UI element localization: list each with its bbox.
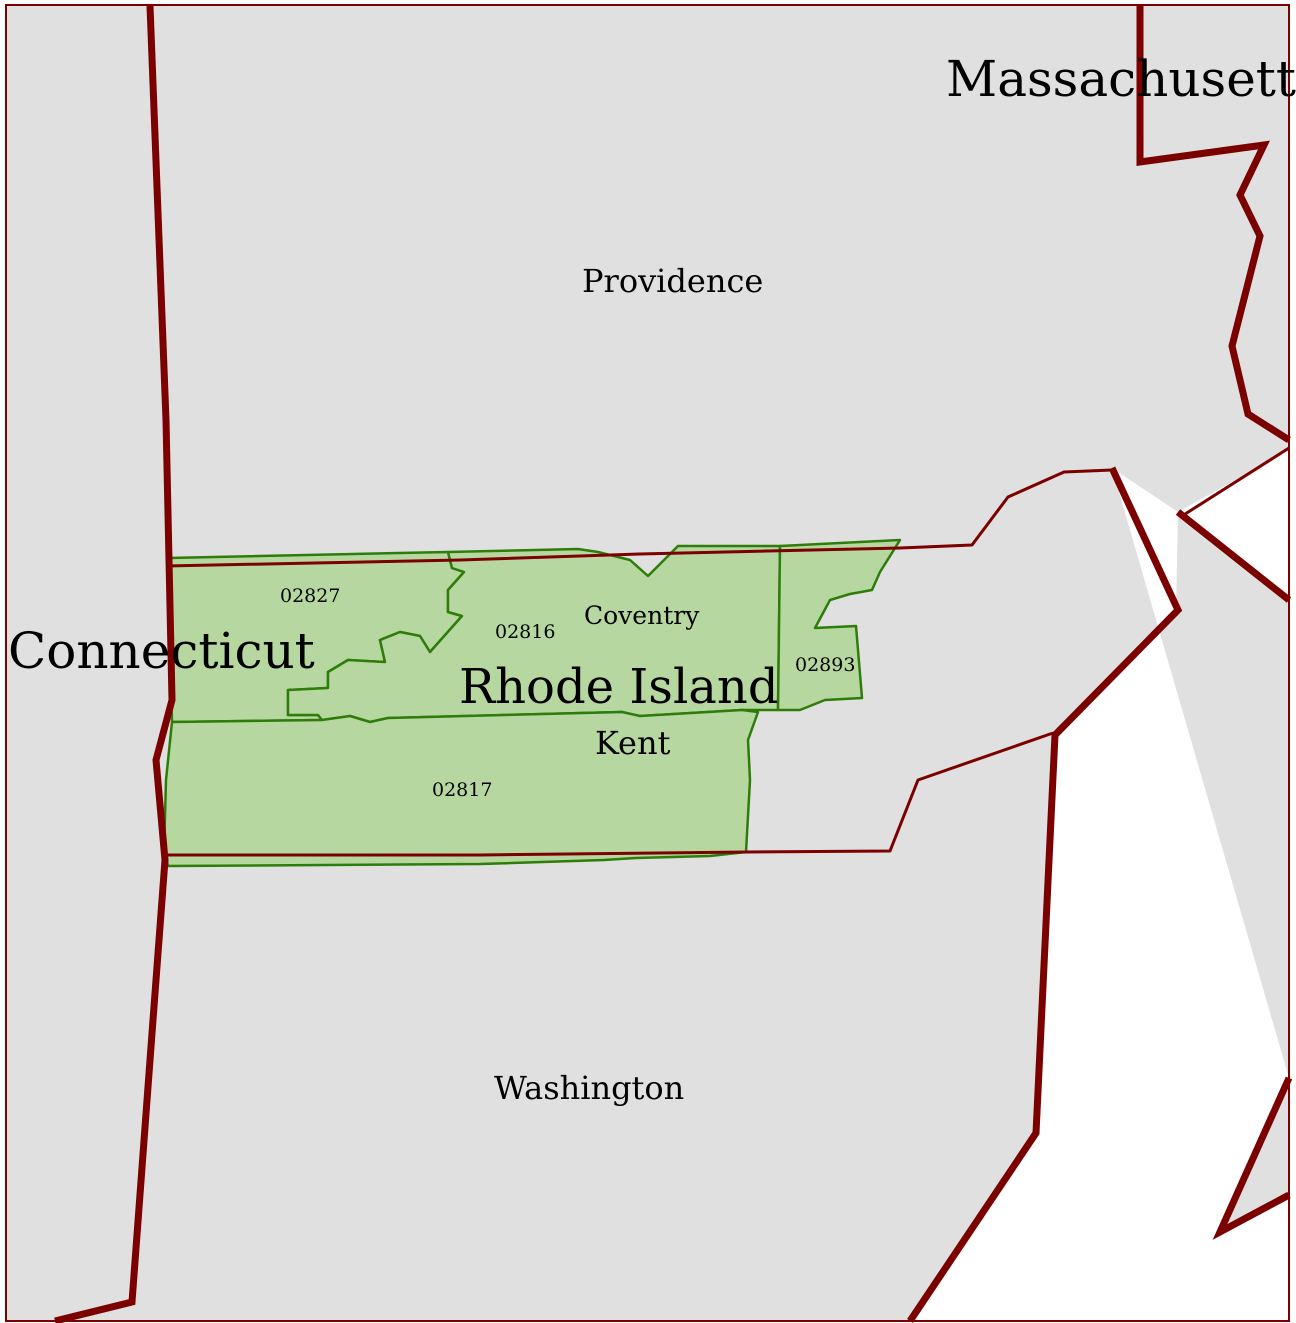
zip-label-02893: 02893 <box>795 654 855 676</box>
state-label-rhode-island: Rhode Island <box>459 659 779 715</box>
county-label-providence: Providence <box>582 262 763 300</box>
water-narragansett-bay <box>910 450 1289 1321</box>
state-border-bay-east <box>1175 509 1292 603</box>
zip-area-02816[interactable] <box>286 544 782 724</box>
county-border-kent-washington <box>164 731 1054 857</box>
map-frame <box>5 4 1290 1322</box>
state-border-ct-ri <box>54 5 176 1323</box>
county-border-providence-east <box>1181 446 1290 518</box>
county-label-kent: Kent <box>595 724 671 762</box>
state-border-island <box>1212 1076 1293 1240</box>
zip-area-02893[interactable] <box>776 538 902 712</box>
county-border-providence-kent <box>165 468 1113 568</box>
zip-area-02817[interactable] <box>162 708 760 868</box>
county-label-washington: Washington <box>494 1069 684 1107</box>
state-label-massachusetts: Massachusetts <box>946 50 1296 108</box>
zip-label-02816: 02816 <box>495 621 555 643</box>
state-label-connecticut: Connecticut <box>8 622 315 680</box>
state-border-ma-ri <box>1136 6 1291 443</box>
zip-label-02827: 02827 <box>280 585 340 607</box>
zip-label-02817: 02817 <box>432 779 492 801</box>
state-border-coast <box>907 466 1183 1323</box>
town-label-coventry: Coventry <box>584 601 700 630</box>
